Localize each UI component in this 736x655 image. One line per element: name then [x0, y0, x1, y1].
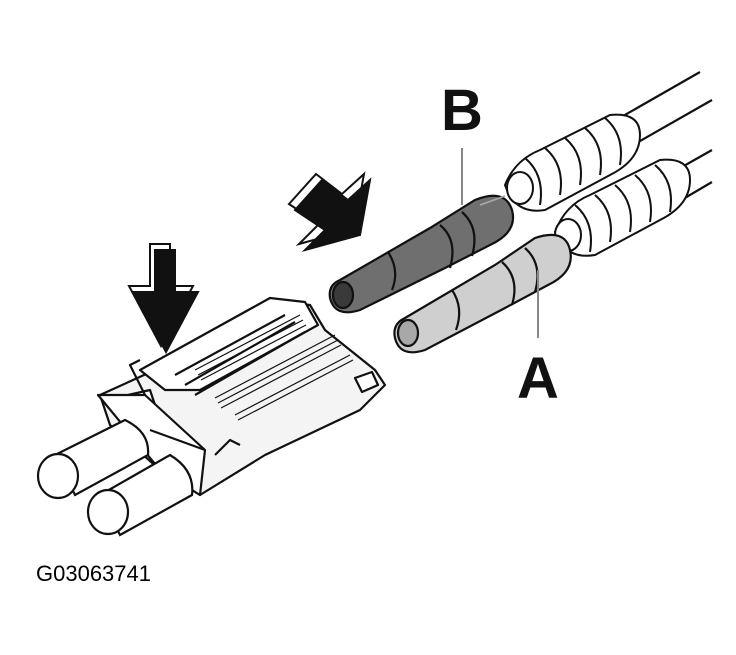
insert-arrow — [287, 171, 372, 252]
ferrule-top — [36, 418, 150, 500]
plug-a — [393, 233, 572, 354]
figure-code: G03063741 — [36, 561, 151, 586]
connector-housing — [96, 296, 387, 497]
leader-lines — [461, 148, 539, 338]
plug-b — [328, 194, 515, 314]
label-b: B — [441, 78, 483, 143]
boot-b — [503, 113, 642, 212]
press-arrow — [127, 243, 200, 355]
ferrule-bottom — [86, 453, 194, 537]
label-a: A — [517, 346, 559, 411]
